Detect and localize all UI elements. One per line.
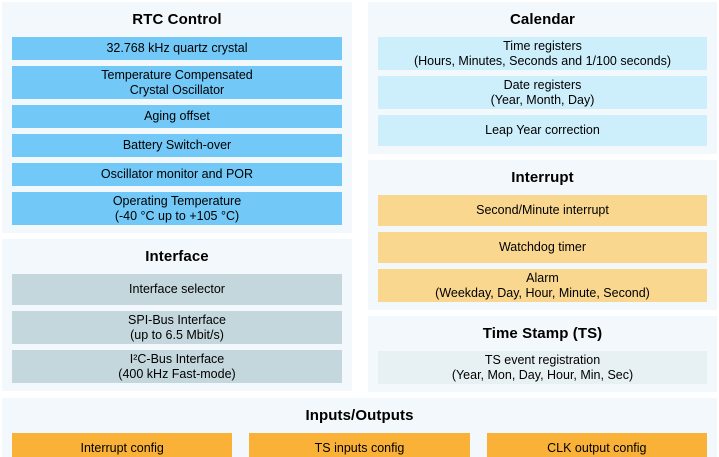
rtc-box-tcxo: Temperature Compensated Crystal Oscillat…	[12, 66, 342, 99]
calendar-box-time-registers: Time registers (Hours, Minutes, Seconds …	[378, 37, 707, 70]
io-box-interrupt-config: Interrupt config	[12, 433, 233, 457]
interrupt-title: Interrupt	[511, 169, 574, 186]
panel-inputs-outputs: Inputs/Outputs Interrupt config TS input…	[2, 398, 717, 457]
calendar-title: Calendar	[510, 11, 575, 28]
interrupt-box-second-minute: Second/Minute interrupt	[378, 195, 707, 226]
interface-box-i2c-bus: I²C-Bus Interface (400 kHz Fast-mode)	[12, 350, 342, 383]
rtc-box-operating-temperature: Operating Temperature (-40 °C up to +105…	[12, 192, 342, 225]
interface-box-selector: Interface selector	[12, 274, 342, 305]
panel-calendar: Calendar Time registers (Hours, Minutes,…	[368, 2, 717, 154]
inputs-outputs-row: Interrupt config TS inputs config CLK ou…	[12, 433, 707, 457]
interface-box-spi-bus: SPI-Bus Interface (up to 6.5 Mbit/s)	[12, 311, 342, 344]
rtc-box-battery-switchover: Battery Switch-over	[12, 134, 342, 157]
rtc-box-aging-offset: Aging offset	[12, 105, 342, 128]
diagram-columns: RTC Control 32.768 kHz quartz crystal Te…	[2, 2, 717, 392]
inputs-outputs-title: Inputs/Outputs	[305, 407, 414, 424]
rtc-box-oscillator-monitor-por: Oscillator monitor and POR	[12, 163, 342, 186]
time-stamp-box-event-registration: TS event registration (Year, Mon, Day, H…	[378, 351, 707, 384]
calendar-box-leap-year: Leap Year correction	[378, 115, 707, 146]
time-stamp-title: Time Stamp (TS)	[482, 325, 603, 342]
panel-rtc-control: RTC Control 32.768 kHz quartz crystal Te…	[2, 2, 352, 233]
interface-title: Interface	[145, 248, 209, 265]
left-column: RTC Control 32.768 kHz quartz crystal Te…	[2, 2, 352, 392]
interrupt-box-watchdog-timer: Watchdog timer	[378, 232, 707, 263]
rtc-box-quartz-crystal: 32.768 kHz quartz crystal	[12, 37, 342, 60]
panel-interface: Interface Interface selector SPI-Bus Int…	[2, 239, 352, 391]
interrupt-box-alarm: Alarm (Weekday, Day, Hour, Minute, Secon…	[378, 269, 707, 302]
panel-time-stamp: Time Stamp (TS) TS event registration (Y…	[368, 316, 717, 392]
io-box-clk-output-config: CLK output config	[486, 433, 707, 457]
calendar-box-date-registers: Date registers (Year, Month, Day)	[378, 76, 707, 109]
right-column: Calendar Time registers (Hours, Minutes,…	[368, 2, 717, 392]
io-box-ts-inputs-config: TS inputs config	[249, 433, 470, 457]
rtc-control-title: RTC Control	[132, 11, 222, 28]
panel-interrupt: Interrupt Second/Minute interrupt Watchd…	[368, 160, 717, 310]
